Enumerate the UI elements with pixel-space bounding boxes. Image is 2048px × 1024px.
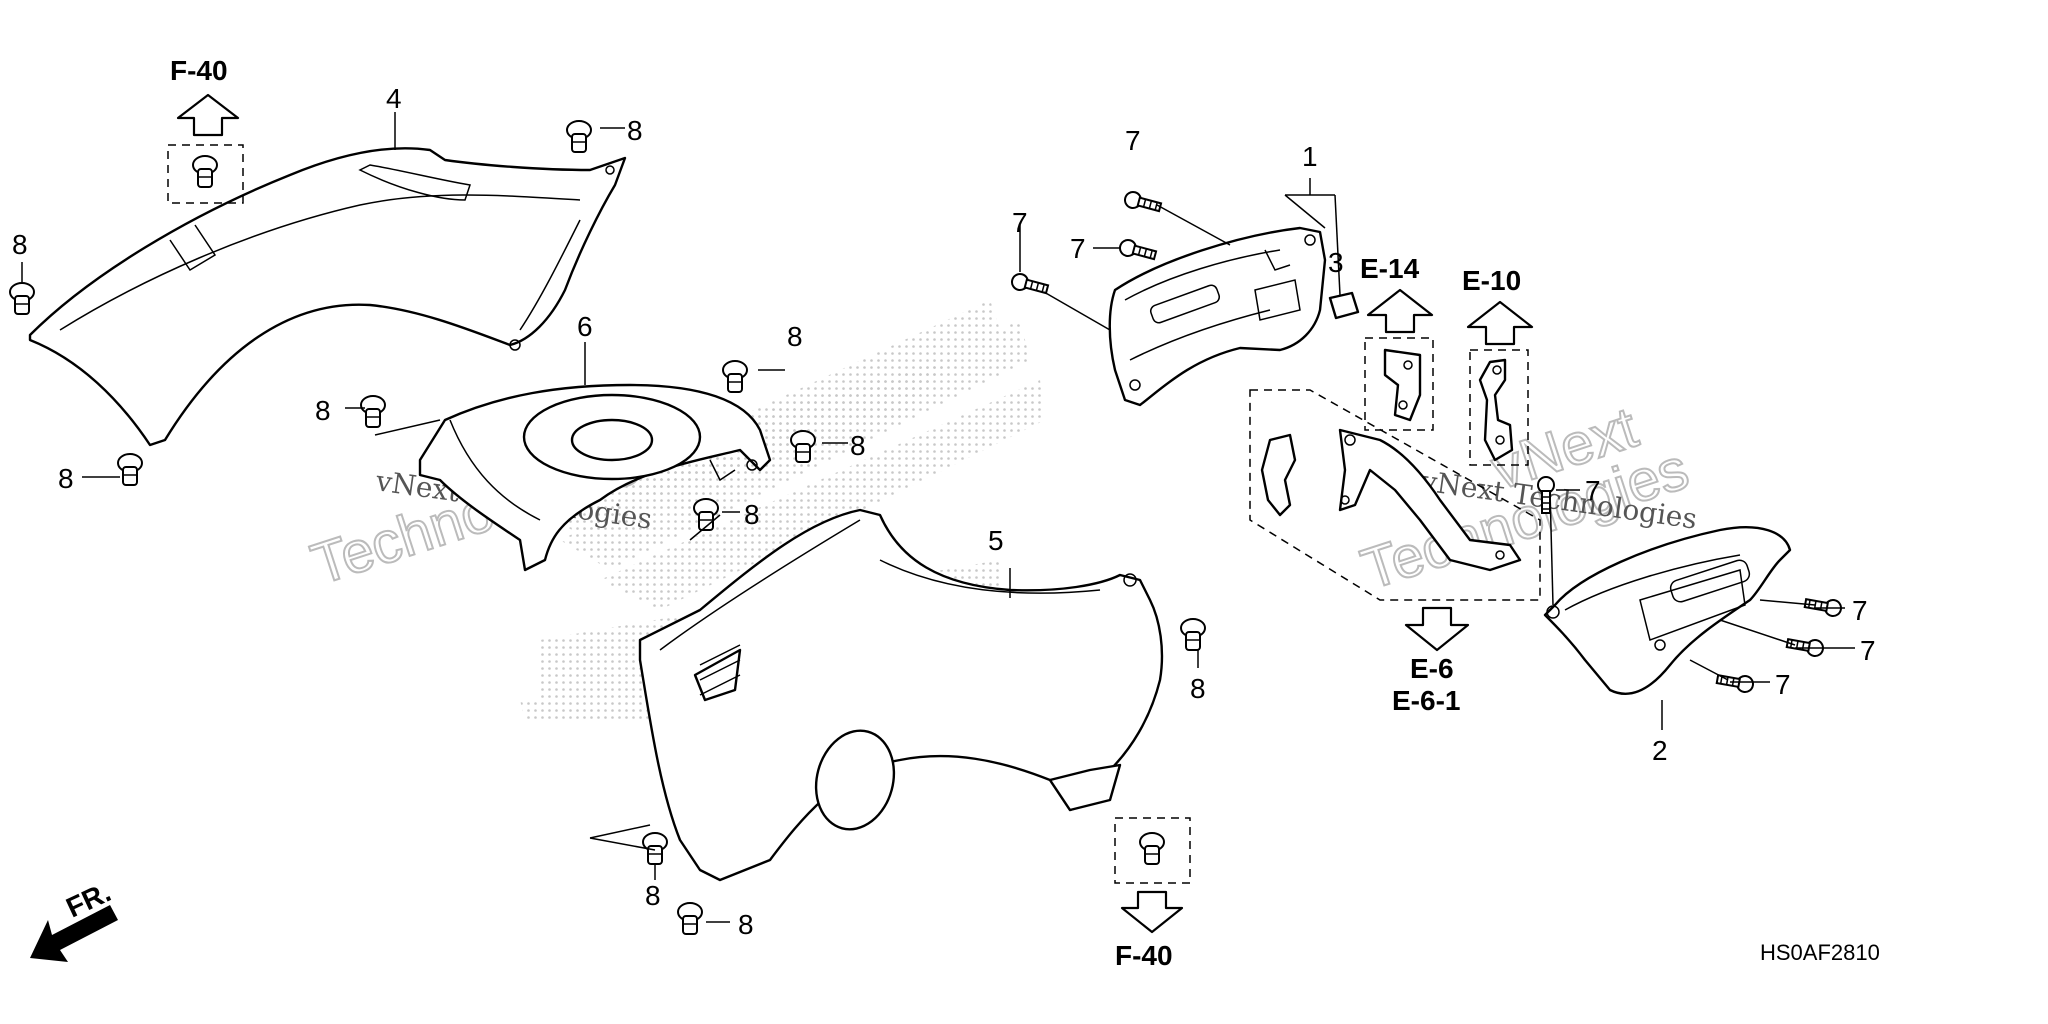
dashed-box-f40-top — [167, 144, 244, 204]
dashed-box-e6 — [1249, 389, 1541, 601]
svg-text:8: 8 — [645, 880, 661, 911]
svg-text:3: 3 — [1328, 247, 1344, 278]
bracket-e10 — [1478, 358, 1514, 462]
clip-icon — [566, 120, 592, 153]
clip-icon — [360, 395, 386, 428]
diagram-code: HS0AF2810 — [1760, 940, 1880, 965]
bolt-icon — [1009, 271, 1051, 298]
bracket-e6 — [1260, 428, 1522, 572]
svg-text:5: 5 — [988, 525, 1004, 556]
svg-text:8: 8 — [1190, 673, 1206, 704]
svg-text:8: 8 — [744, 499, 760, 530]
svg-text:8: 8 — [738, 909, 754, 940]
dashed-box-e10 — [1469, 349, 1529, 466]
svg-text:F-40: F-40 — [170, 55, 228, 86]
clip-icon — [117, 453, 143, 486]
bolt-icon — [1785, 634, 1826, 659]
part-2-emblem-panel — [1543, 526, 1792, 695]
bolt-icon — [1122, 189, 1164, 216]
clip-icon — [9, 282, 35, 315]
svg-text:8: 8 — [850, 430, 866, 461]
arrow-e14 — [1366, 288, 1434, 334]
arrow-f40-bottom — [1120, 890, 1184, 934]
svg-text:8: 8 — [12, 229, 28, 260]
clip-icon — [677, 902, 703, 935]
svg-text:7: 7 — [1852, 595, 1868, 626]
svg-text:8: 8 — [58, 463, 74, 494]
svg-text:7: 7 — [1585, 475, 1601, 506]
svg-text:7: 7 — [1860, 635, 1876, 666]
part-3-pad — [1328, 291, 1360, 320]
callout-labels: 4 8 8 8 8 6 8 8 8 5 8 8 8 1 3 7 7 7 7 7 … — [12, 83, 1876, 940]
svg-text:7: 7 — [1775, 669, 1791, 700]
svg-text:E-10: E-10 — [1462, 265, 1521, 296]
svg-text:8: 8 — [787, 321, 803, 352]
arrow-e6 — [1404, 606, 1470, 652]
svg-text:4: 4 — [386, 83, 402, 114]
bracket-e14 — [1383, 348, 1422, 422]
svg-text:7: 7 — [1070, 233, 1086, 264]
svg-text:6: 6 — [577, 311, 593, 342]
svg-text:7: 7 — [1125, 125, 1141, 156]
arrow-f40-top — [176, 93, 240, 137]
front-direction-arrow-icon — [30, 905, 118, 962]
clip-icon — [192, 155, 218, 188]
clip-icon — [1180, 618, 1206, 651]
svg-text:E-14: E-14 — [1360, 253, 1420, 284]
reference-labels: F-40 E-14 E-10 E-6 E-6-1 F-40 — [170, 55, 1521, 971]
clip-icon — [722, 360, 748, 393]
svg-text:1: 1 — [1302, 141, 1318, 172]
svg-text:E-6: E-6 — [1410, 653, 1454, 684]
svg-text:8: 8 — [315, 395, 331, 426]
svg-text:8: 8 — [627, 115, 643, 146]
part-4-upper-cover — [28, 147, 627, 447]
svg-text:E-6-1: E-6-1 — [1392, 685, 1460, 716]
clip-icon — [1139, 832, 1165, 865]
arrow-e10 — [1466, 300, 1534, 346]
part-1-emblem-panel — [1108, 226, 1327, 407]
dashed-box-e14 — [1364, 337, 1434, 431]
bolt-icon — [1803, 594, 1844, 619]
part-6-center-cover — [418, 383, 772, 572]
svg-text:7: 7 — [1012, 207, 1028, 238]
svg-text:F-40: F-40 — [1115, 940, 1173, 971]
svg-text:2: 2 — [1652, 735, 1668, 766]
part-5-side-cover — [638, 508, 1164, 882]
leader-lines — [21, 112, 1855, 923]
bolt-icon — [1117, 237, 1159, 264]
